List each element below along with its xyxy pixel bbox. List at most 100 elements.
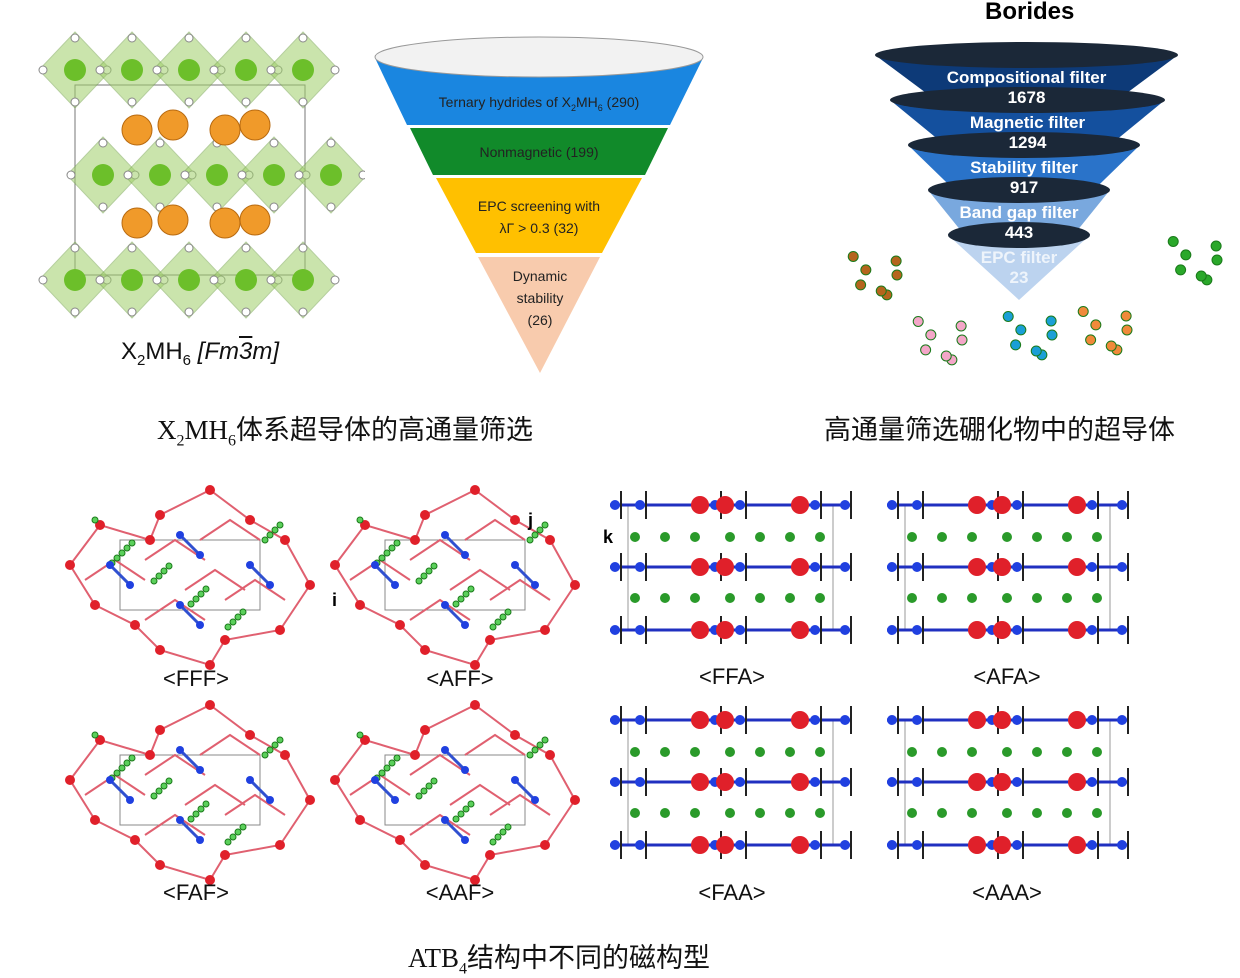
t-atom <box>196 621 204 629</box>
boron-atom <box>130 620 140 630</box>
m-atom <box>235 59 257 81</box>
t-atom <box>266 581 274 589</box>
t-atom <box>810 777 820 787</box>
boron-atom <box>395 620 405 630</box>
boron-atom <box>545 535 555 545</box>
t-atom <box>735 500 745 510</box>
a-atom-red <box>1068 621 1086 639</box>
t-atom <box>635 500 645 510</box>
boron-atom <box>485 635 495 645</box>
boron-atom <box>205 660 215 670</box>
a-atom <box>462 805 470 813</box>
b-atom <box>967 593 977 603</box>
a-atom <box>393 754 401 762</box>
a-atom <box>192 595 200 603</box>
t-atom <box>196 551 204 559</box>
magnetic-left-panels <box>65 485 580 885</box>
a-atom <box>91 516 99 524</box>
a-atom-red <box>791 836 809 854</box>
molecule-atom <box>1015 324 1027 336</box>
a-atom <box>494 833 502 841</box>
molecule-atom <box>940 350 952 362</box>
molecule-atom <box>1175 264 1187 276</box>
t-atom <box>810 500 820 510</box>
boron-atom <box>305 795 315 805</box>
t-atom <box>610 715 620 725</box>
boron-atom <box>420 725 430 735</box>
molecule-atom <box>1180 249 1192 261</box>
boron-atom <box>470 700 480 710</box>
a-atom-red <box>968 836 986 854</box>
b-atom <box>815 593 825 603</box>
t-atom <box>1087 500 1097 510</box>
h-atom <box>155 138 165 148</box>
funnel-stage-4-label-2: stability <box>517 290 564 306</box>
b-atom <box>690 808 700 818</box>
x-atom <box>121 114 153 146</box>
a-atom-red <box>791 558 809 576</box>
a-atom <box>378 554 386 562</box>
h-atom <box>155 202 165 212</box>
b-atom <box>725 532 735 542</box>
t-atom <box>1117 562 1127 572</box>
filter-rim <box>948 222 1090 248</box>
boron-atom <box>420 860 430 870</box>
b-atom <box>1032 747 1042 757</box>
a-atom <box>457 810 465 818</box>
h-atom <box>127 97 137 107</box>
boron-network <box>333 703 577 882</box>
t-atom <box>887 562 897 572</box>
t-atom <box>266 796 274 804</box>
a-atom <box>128 539 136 547</box>
boron-bond <box>409 813 471 836</box>
funnel-stage-1-label: Ternary hydrides of X2MH6 (290) <box>439 94 640 113</box>
b-atom <box>907 593 917 603</box>
t-dimer <box>178 818 202 842</box>
a-atom <box>430 777 438 785</box>
h-atom <box>127 307 137 317</box>
t-atom <box>441 601 449 609</box>
t-atom <box>1012 625 1022 635</box>
h-atom <box>180 170 190 180</box>
b-atom <box>785 747 795 757</box>
funnel-stage-3-label-2: λΓ > 0.3 (32) <box>500 220 579 236</box>
boron-atom <box>410 535 420 545</box>
a-atom-red <box>1068 836 1086 854</box>
a-atom <box>160 782 168 790</box>
b-atom <box>630 808 640 818</box>
a-atom <box>452 815 460 823</box>
t-atom <box>635 840 645 850</box>
a-atom-red <box>716 836 734 854</box>
boron-atom <box>205 485 215 495</box>
h-atom <box>98 138 108 148</box>
b-atom <box>725 747 735 757</box>
b-atom <box>660 747 670 757</box>
t-atom <box>1012 562 1022 572</box>
panel-label-faa: <FAA> <box>698 880 766 905</box>
a-atom-red <box>993 836 1011 854</box>
b-atom <box>1092 808 1102 818</box>
a-atom <box>378 769 386 777</box>
a-atom <box>197 590 205 598</box>
molecule-atom <box>1105 340 1117 352</box>
a-atom <box>128 754 136 762</box>
t-dimer <box>108 563 132 587</box>
a-atom <box>234 828 242 836</box>
boron-atom <box>330 775 340 785</box>
b-atom <box>660 532 670 542</box>
a-atom <box>266 746 274 754</box>
boron-network <box>68 703 312 882</box>
t-atom <box>840 777 850 787</box>
h-atom <box>38 275 48 285</box>
formula-label: X2MH6 [Fm3m] <box>120 338 280 369</box>
t-atom <box>887 777 897 787</box>
t-dimer <box>513 563 537 587</box>
a-atom-red <box>691 496 709 514</box>
a-atom <box>504 823 512 831</box>
boron-atom <box>510 515 520 525</box>
a-atom <box>489 838 497 846</box>
t-atom <box>1012 840 1022 850</box>
a-atom-red <box>968 711 986 729</box>
t-atom <box>840 840 850 850</box>
boron-atom <box>145 535 155 545</box>
